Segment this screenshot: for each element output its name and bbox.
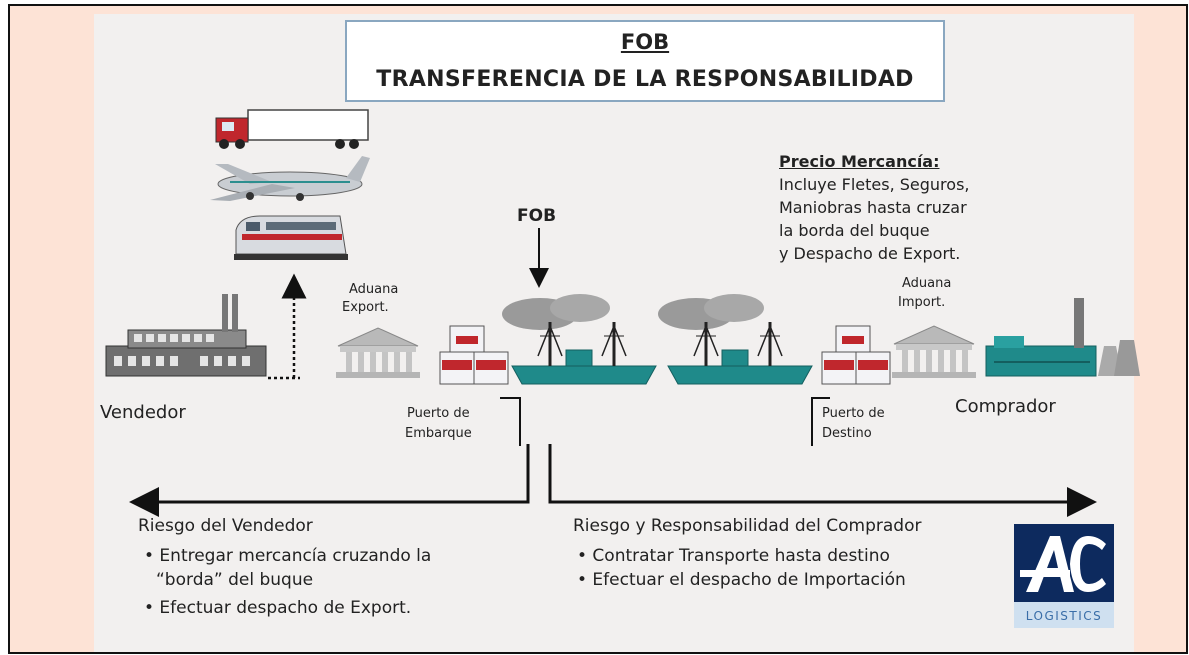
customs-export-label: Aduana <box>349 282 399 297</box>
seller-risk-arrow <box>129 444 530 517</box>
truck-icon <box>215 109 369 149</box>
seller-risk-bullet: “borda” del buque <box>156 570 314 590</box>
industrial-plant-icon <box>985 298 1140 377</box>
price-line: Maniobras hasta cruzar <box>779 198 967 217</box>
price-line: Incluye Fletes, Seguros, <box>779 175 970 194</box>
customs-export-label: Export. <box>342 300 389 315</box>
buyer-risk-bullet: • Efectuar el despacho de Importación <box>577 570 906 590</box>
fob-marker-label: FOB <box>517 206 557 226</box>
diagram-canvas <box>94 14 1140 652</box>
port-embarque-label: Embarque <box>405 426 472 441</box>
containers-export-icon <box>439 325 509 385</box>
port-embarque-label: Puerto de <box>407 406 470 421</box>
port-destino-bracket <box>811 397 830 446</box>
logo-bar <box>1014 602 1114 628</box>
customs-import-building-icon <box>892 325 976 378</box>
buyer-label: Comprador <box>955 396 1056 417</box>
containers-import-icon <box>821 325 891 385</box>
customs-export-building-icon <box>336 327 420 378</box>
diagram-frame: FOB TRANSFERENCIA DE LA RESPONSABILIDAD … <box>8 4 1188 654</box>
seller-label: Vendedor <box>100 402 186 423</box>
ac-logo-icon <box>1020 536 1106 592</box>
price-heading: Precio Mercancía: <box>779 152 940 171</box>
customs-import-label: Aduana <box>902 276 952 291</box>
logo-text: LOGISTICS <box>1025 609 1103 623</box>
title-box: FOB TRANSFERENCIA DE LA RESPONSABILIDAD <box>345 20 945 102</box>
buyer-risk-heading: Riesgo y Responsabilidad del Comprador <box>573 516 922 536</box>
seller-risk-heading: Riesgo del Vendedor <box>138 516 313 536</box>
seller-risk-bullet: • Efectuar despacho de Export. <box>144 598 412 618</box>
port-embarque-bracket <box>500 397 521 446</box>
title-fob: FOB <box>620 30 670 54</box>
logo-mark <box>1014 524 1114 602</box>
airplane-icon <box>210 156 370 201</box>
buyer-risk-bullet: • Contratar Transporte hasta destino <box>577 546 890 566</box>
port-destino-label: Destino <box>822 426 872 441</box>
customs-import-label: Import. <box>898 295 946 310</box>
price-line: y Despacho de Export. <box>779 244 961 263</box>
buyer-risk-arrow <box>548 444 1097 517</box>
price-line: la borda del buque <box>779 221 930 240</box>
ship-export-icon <box>502 294 657 385</box>
page-title: TRANSFERENCIA DE LA RESPONSABILIDAD <box>376 67 914 92</box>
factory-icon <box>105 294 267 377</box>
ac-logistics-logo: LOGISTICS <box>1014 524 1114 628</box>
seller-risk-bullet: • Entregar mercancía cruzando la <box>144 546 432 566</box>
ship-import-icon <box>658 294 813 385</box>
train-icon <box>234 215 348 260</box>
port-destino-label: Puerto de <box>822 406 885 421</box>
